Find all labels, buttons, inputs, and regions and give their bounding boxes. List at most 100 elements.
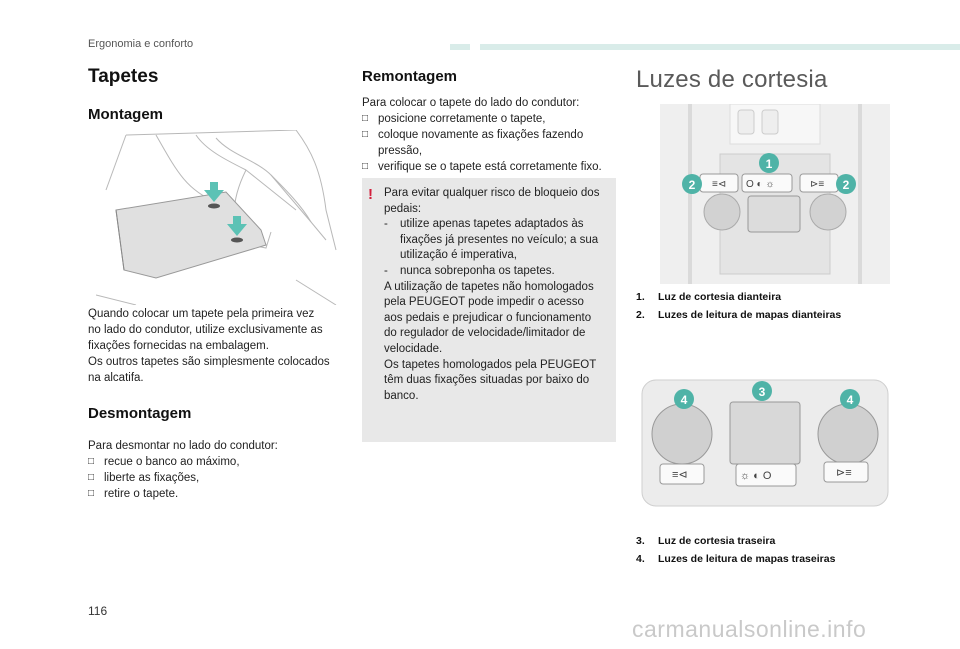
badge-2-left: 2: [689, 178, 696, 192]
list-item-text: pressão,: [378, 145, 423, 157]
badge-2-right: 2: [843, 178, 850, 192]
badge-icon: 4: [674, 389, 694, 409]
watermark: carmanualsonline.info: [632, 616, 867, 642]
bullet-icon: □: [362, 129, 369, 140]
page-number: 116: [88, 604, 108, 618]
list-item-text: recue o banco ao máximo,: [104, 456, 240, 468]
warning-line-text: utilização é imperativa,: [400, 249, 517, 262]
badge-icon: 3: [752, 381, 772, 401]
svg-text:⊳≡: ⊳≡: [836, 467, 852, 479]
front-lights-photo: ≡⊲ O ◐ ☼ ⊳≡ 1 2 2: [660, 104, 890, 284]
bullet-icon: □: [362, 113, 369, 124]
svg-text:☼ ◐ O: ☼ ◐ O: [740, 470, 772, 482]
section-header: Ergonomia e conforto: [88, 38, 194, 50]
warning-line: A utilização de tapetes não homologados: [384, 280, 594, 293]
remontagem-list: □ posicione corretamente o tapete, □ coloq…: [362, 111, 618, 175]
list-item-text: retire o tapete.: [104, 488, 179, 500]
warning-line: têm duas fixações situadas por baixo do: [384, 374, 590, 387]
list-item-text: verifique se o tapete está corretamente …: [378, 161, 602, 173]
svg-text:≡⊲: ≡⊲: [672, 469, 688, 481]
warning-line: -nunca sobreponha os tapetes.: [384, 264, 610, 280]
warning-line: pedais:: [384, 202, 422, 215]
caption-number: 1.: [636, 291, 645, 303]
warning-line: utilização é imperativa,: [384, 248, 610, 264]
montagem-title: Montagem: [88, 106, 163, 123]
warning-line: velocidade.: [384, 342, 443, 355]
dash-marker: -: [384, 264, 388, 277]
caption-rear: 3.Luz de cortesia traseira 4. Luzes de le…: [636, 532, 936, 568]
rear-lights-photo: ≡⊲ ☼ ◐ O ⊳≡ 3 4 4: [641, 379, 889, 507]
warning-line: Para evitar qualquer risco de bloqueio d…: [384, 187, 600, 199]
remontagem-title: Remontagem: [362, 68, 458, 85]
dash-marker: -: [384, 218, 388, 231]
badge-icon: 4: [840, 389, 860, 409]
bullet-icon: □: [88, 456, 95, 467]
svg-text:≡⊲: ≡⊲: [712, 179, 726, 190]
text-line: Quando colocar um tapete pela primeira v…: [88, 308, 315, 320]
caption-text: Luz de cortesia dianteira: [658, 291, 782, 303]
list-item-text: posicione corretamente o tapete,: [378, 113, 546, 125]
warning-line: Os tapetes homologados pela PEUGEOT: [384, 358, 597, 371]
list-item: □ liberte as fixações,: [88, 470, 350, 486]
svg-text:O ◐ ☼: O ◐ ☼: [746, 179, 775, 190]
text-line: Os outros tapetes são simplesmente coloc…: [88, 356, 330, 368]
badge-1: 1: [766, 157, 773, 171]
remontagem-intro: Para colocar o tapete do lado do conduto…: [362, 97, 580, 109]
warning-line: pela PEUGEOT pode impedir o acesso: [384, 296, 584, 309]
list-item-text: coloque novamente as fixações fazendo: [378, 129, 584, 141]
caption-line: 3.Luz de cortesia traseira: [636, 532, 936, 550]
caption-line: 2. Luzes de leitura de mapas dianteiras: [636, 306, 936, 324]
bullet-icon: □: [88, 472, 95, 483]
header-accent-bar-short: [450, 44, 470, 50]
svg-text:⊳≡: ⊳≡: [810, 179, 824, 190]
desmontagem-title: Desmontagem: [88, 405, 192, 422]
warning-box: [362, 178, 616, 442]
badge-icon: 1: [759, 153, 779, 173]
dash-marker: [384, 233, 400, 249]
warning-icon: !: [368, 186, 373, 203]
badge-icon: 2: [682, 174, 702, 194]
warning-line: aos pedais e prejudicar o funcionamento: [384, 311, 592, 324]
badge-4-left: 4: [681, 393, 688, 407]
list-item: □ retire o tapete.: [88, 486, 350, 502]
warning-text: Para evitar qualquer risco de bloqueio d…: [384, 186, 610, 404]
tapetes-title: Tapetes: [88, 66, 159, 87]
header-accent-bar: [480, 44, 960, 50]
list-item: □ posicione corretamente o tapete,: [362, 111, 618, 127]
list-item: □ recue o banco ao máximo,: [88, 454, 350, 470]
floor-mat-illustration: [96, 130, 337, 305]
bullet-icon: □: [88, 488, 95, 499]
badge-4-right: 4: [847, 393, 854, 407]
caption-text: Luz de cortesia traseira: [658, 535, 776, 547]
arrow-down-icon: [204, 182, 224, 209]
arrow-down-icon: [227, 216, 247, 243]
list-item-text: liberte as fixações,: [104, 472, 200, 484]
bullet-icon: □: [362, 161, 369, 172]
warning-line-text: nunca sobreponha os tapetes.: [400, 264, 555, 277]
montagem-text: Quando colocar um tapete pela primeira v…: [88, 306, 350, 386]
luzes-title: Luzes de cortesia: [636, 66, 828, 93]
caption-line: 4. Luzes de leitura de mapas traseiras: [636, 550, 936, 568]
list-item: □ coloque novamente as fixações fazendo pr…: [362, 127, 618, 159]
warning-line-text: fixações já presentes no veículo; a sua: [400, 233, 599, 246]
text-line: no lado do condutor, utilize exclusivame…: [88, 324, 323, 336]
badge-icon: 2: [836, 174, 856, 194]
list-item: □ verifique se o tapete está corretamente…: [362, 159, 618, 175]
text-line: na alcatifa.: [88, 372, 144, 384]
dash-marker: [384, 248, 400, 264]
desmontagem-intro: Para desmontar no lado do condutor:: [88, 440, 278, 452]
caption-text: Luzes de leitura de mapas traseiras: [658, 553, 836, 565]
desmontagem-list: □ recue o banco ao máximo, □ liberte as fi…: [88, 454, 350, 502]
caption-front: 1. Luz de cortesia dianteira 2. Luzes de l…: [636, 288, 936, 324]
warning-line: -utilize apenas tapetes adaptados às: [384, 217, 610, 233]
warning-line-text: utilize apenas tapetes adaptados às: [400, 218, 584, 231]
caption-text: Luzes de leitura de mapas dianteiras: [658, 309, 842, 321]
caption-number: 2.: [636, 309, 645, 321]
badge-3: 3: [759, 385, 766, 399]
text-line: fixações fornecidas na embalagem.: [88, 340, 269, 352]
warning-line: do regulador de velocidade/limitador de: [384, 327, 586, 340]
caption-line: 1. Luz de cortesia dianteira: [636, 288, 936, 306]
warning-line: fixações já presentes no veículo; a sua: [384, 233, 610, 249]
warning-line: banco.: [384, 389, 419, 402]
caption-number: 4.: [636, 553, 645, 565]
